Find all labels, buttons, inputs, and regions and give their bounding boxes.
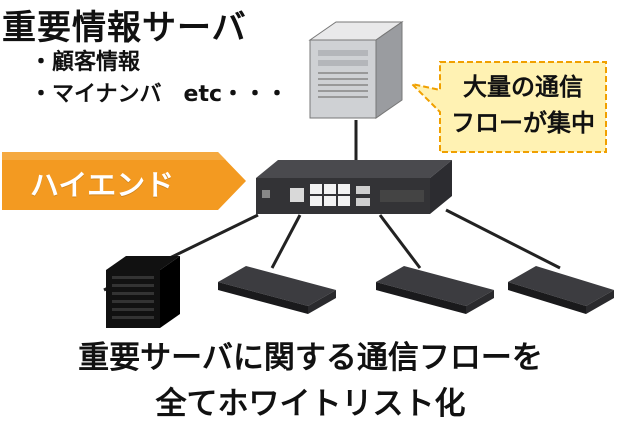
callout-line-1: 大量の通信	[463, 73, 583, 101]
server-rack-icon	[106, 256, 180, 328]
server-icon	[308, 21, 404, 119]
server-title: 重要情報サーバ	[2, 8, 247, 48]
bullet-customer-info: ・顧客情報	[30, 50, 141, 75]
edge-switch-2-icon	[376, 266, 494, 314]
edge-switch-1-icon	[218, 266, 336, 314]
link-to-switch-1	[270, 214, 302, 269]
highend-badge	[2, 152, 246, 210]
link-to-switch-2	[378, 214, 422, 269]
core-switch-icon	[256, 160, 452, 214]
bullet-my-number: ・マイナンバ etc・・・	[30, 82, 289, 107]
caption-line-2: 全てホワイトリスト化	[155, 386, 466, 422]
edge-switch-3-icon	[508, 266, 614, 314]
callout-bubble	[408, 61, 607, 153]
callout-line-2: フローが集中	[451, 109, 595, 137]
highend-label: ハイエンド	[30, 168, 175, 202]
link-to-switch-3	[445, 208, 561, 270]
caption-line-1: 重要サーバに関する通信フローを	[78, 340, 543, 376]
